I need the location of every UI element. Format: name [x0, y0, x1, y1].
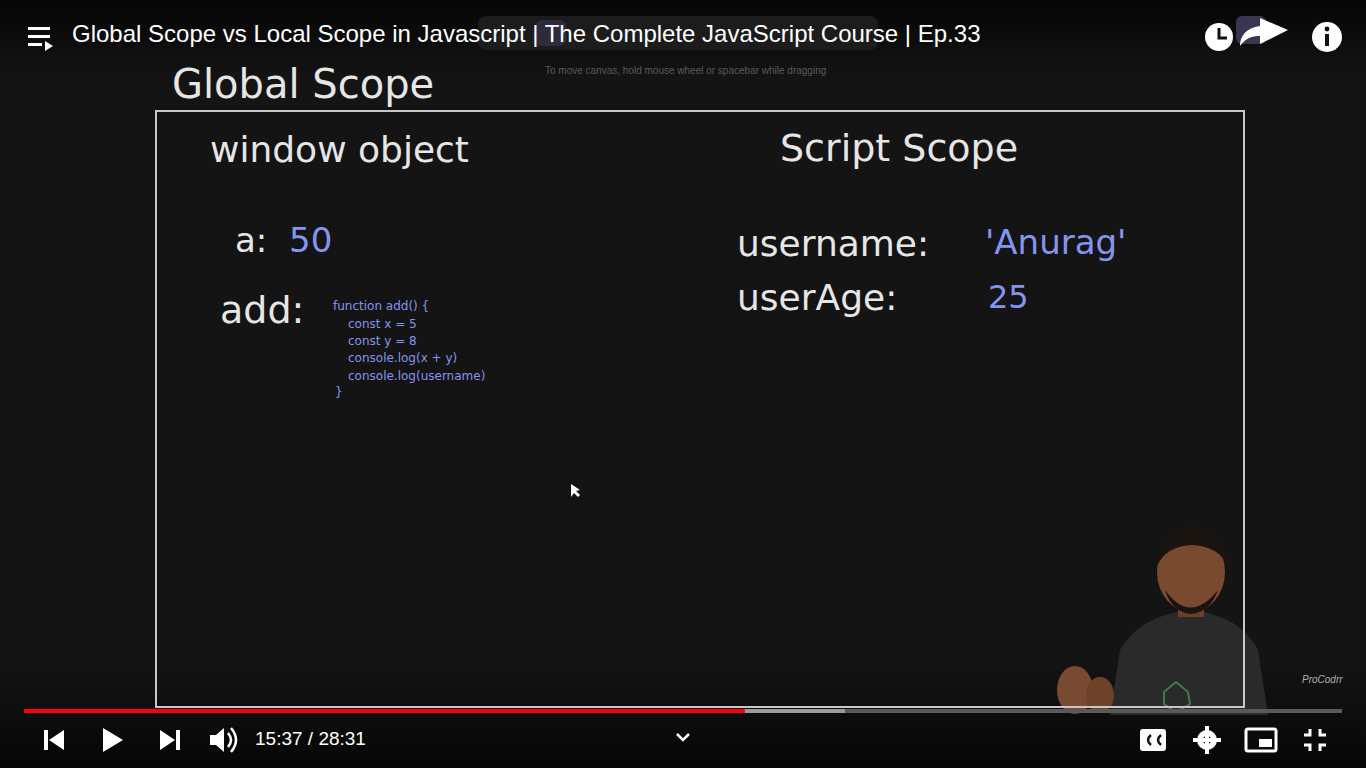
- region-heading: window object: [210, 130, 469, 170]
- variable-value: 50: [289, 222, 332, 259]
- video-title: Global Scope vs Local Scope in Javascrip…: [72, 21, 980, 47]
- code-line: const y = 8: [348, 335, 417, 348]
- code-line: console.log(x + y): [348, 352, 457, 365]
- variable-value: 'Anurag': [985, 224, 1126, 261]
- played-bar: [24, 709, 745, 713]
- time-display: 15:37 / 28:31: [255, 729, 366, 750]
- region-heading: Script Scope: [780, 128, 1018, 170]
- code-line: }: [335, 386, 343, 399]
- variable-value: 25: [988, 280, 1029, 315]
- playlist-icon: [28, 27, 53, 51]
- scope-heading: Global Scope: [172, 62, 434, 106]
- variable-name: add:: [220, 290, 304, 332]
- buffer-bar: [24, 709, 845, 713]
- code-line: function add() {: [333, 300, 429, 313]
- presenter-figure: [1057, 524, 1268, 715]
- watermark: ProCodrr: [1302, 674, 1343, 685]
- progress-track: [24, 709, 1342, 713]
- canvas-hint: To move canvas, hold mouse wheel or spac…: [545, 65, 826, 76]
- watch-later-icon: [1205, 23, 1233, 51]
- mouse-cursor: [571, 484, 580, 497]
- share-icon: [1240, 18, 1288, 46]
- player-controls: [44, 726, 1326, 754]
- info-icon: [1312, 22, 1342, 52]
- variable-name: userAge:: [737, 278, 897, 318]
- scope-box: Global Scope: [155, 110, 1245, 708]
- variable-name: username:: [737, 224, 929, 264]
- code-line: const x = 5: [348, 318, 417, 331]
- code-line: console.log(username): [348, 370, 485, 383]
- variable-name: a:: [235, 222, 267, 259]
